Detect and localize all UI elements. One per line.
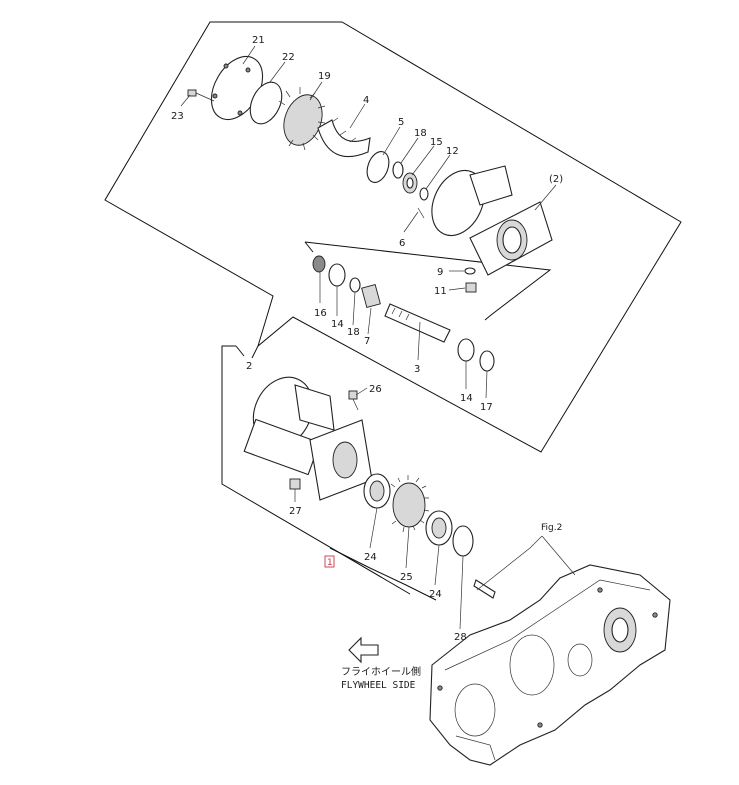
shaft-part xyxy=(384,303,451,343)
callout-16: 16 xyxy=(314,308,327,319)
callout-15: 15 xyxy=(430,137,443,148)
leader-lines xyxy=(180,45,576,630)
oil-seal-part xyxy=(312,255,326,273)
callout-21: 21 xyxy=(252,35,265,46)
callout-18-b: 18 xyxy=(347,327,360,338)
callout-22: 22 xyxy=(282,52,295,63)
callout-14-a: 14 xyxy=(331,319,344,330)
gear-case-part xyxy=(429,564,671,766)
callout-24-a: 24 xyxy=(364,552,377,563)
stud-part xyxy=(473,579,496,599)
callout-18-top: 18 xyxy=(414,128,427,139)
group-bracket xyxy=(329,547,437,601)
cover-plate-part xyxy=(210,56,264,120)
pump-body-detail xyxy=(431,165,553,276)
callout-28: 28 xyxy=(454,632,467,643)
bolt-part xyxy=(187,89,215,102)
callout-26: 26 xyxy=(369,384,382,395)
flywheel-side-en: FLYWHEEL SIDE xyxy=(341,680,416,691)
main-pump-body xyxy=(243,376,373,501)
bearing-detail-b xyxy=(457,338,475,362)
snap-ring-part xyxy=(479,350,495,372)
detail-frame xyxy=(104,21,682,453)
callout-27: 27 xyxy=(289,506,302,517)
callout-11: 11 xyxy=(434,286,447,297)
callout-19: 19 xyxy=(318,71,331,82)
bearing-a-part xyxy=(363,473,391,509)
subassembly-box xyxy=(304,241,552,321)
callout-4: 4 xyxy=(363,95,369,106)
large-o-ring-part xyxy=(452,525,474,557)
bearing-b-part xyxy=(425,510,453,546)
bearing-detail-a xyxy=(328,263,346,287)
callout-9: 9 xyxy=(437,267,443,278)
callout-2: 2 xyxy=(246,361,252,372)
drain-bolt-part xyxy=(465,282,477,293)
small-o-ring-part xyxy=(419,187,429,201)
washer-part xyxy=(366,151,390,183)
callout-5: 5 xyxy=(398,117,404,128)
spacer-ring-part xyxy=(349,277,361,293)
impeller-part xyxy=(278,87,326,151)
assembly-bracket-tick xyxy=(235,345,245,357)
callout-2-paren: (2) xyxy=(549,174,563,185)
mount-bolt-part xyxy=(348,390,359,411)
detail-leader xyxy=(251,345,259,359)
callout-7: 7 xyxy=(364,336,370,347)
callout-6: 6 xyxy=(399,238,405,249)
gear-part xyxy=(390,475,430,533)
liner-part xyxy=(317,117,371,157)
assembly-ref-1-text: 1 xyxy=(327,558,332,568)
assembly-bracket xyxy=(221,345,411,595)
callout-labels: 21 22 23 19 4 5 18 15 12 (2) 6 9 11 16 1… xyxy=(171,35,563,643)
nut-part xyxy=(289,478,301,490)
callout-25: 25 xyxy=(400,572,413,583)
callout-3: 3 xyxy=(414,364,420,375)
callout-12: 12 xyxy=(446,146,459,157)
subassembly-box-edge xyxy=(304,241,314,253)
callout-14-b: 14 xyxy=(460,393,473,404)
bushing-part xyxy=(402,172,418,194)
seal-part xyxy=(392,161,404,179)
collar-part xyxy=(361,283,381,309)
small-washer-part xyxy=(464,267,476,275)
flywheel-arrow-icon xyxy=(348,636,379,664)
pin-part xyxy=(417,207,425,219)
o-ring-part xyxy=(249,81,283,125)
callout-17: 17 xyxy=(480,402,493,413)
callout-24-b: 24 xyxy=(429,589,442,600)
callout-23: 23 xyxy=(171,111,184,122)
flywheel-side-jp: フライホイール側 xyxy=(341,665,421,678)
assembly-ref-1: 1 xyxy=(324,555,335,568)
fig2-label: Fig.2 xyxy=(541,523,562,533)
